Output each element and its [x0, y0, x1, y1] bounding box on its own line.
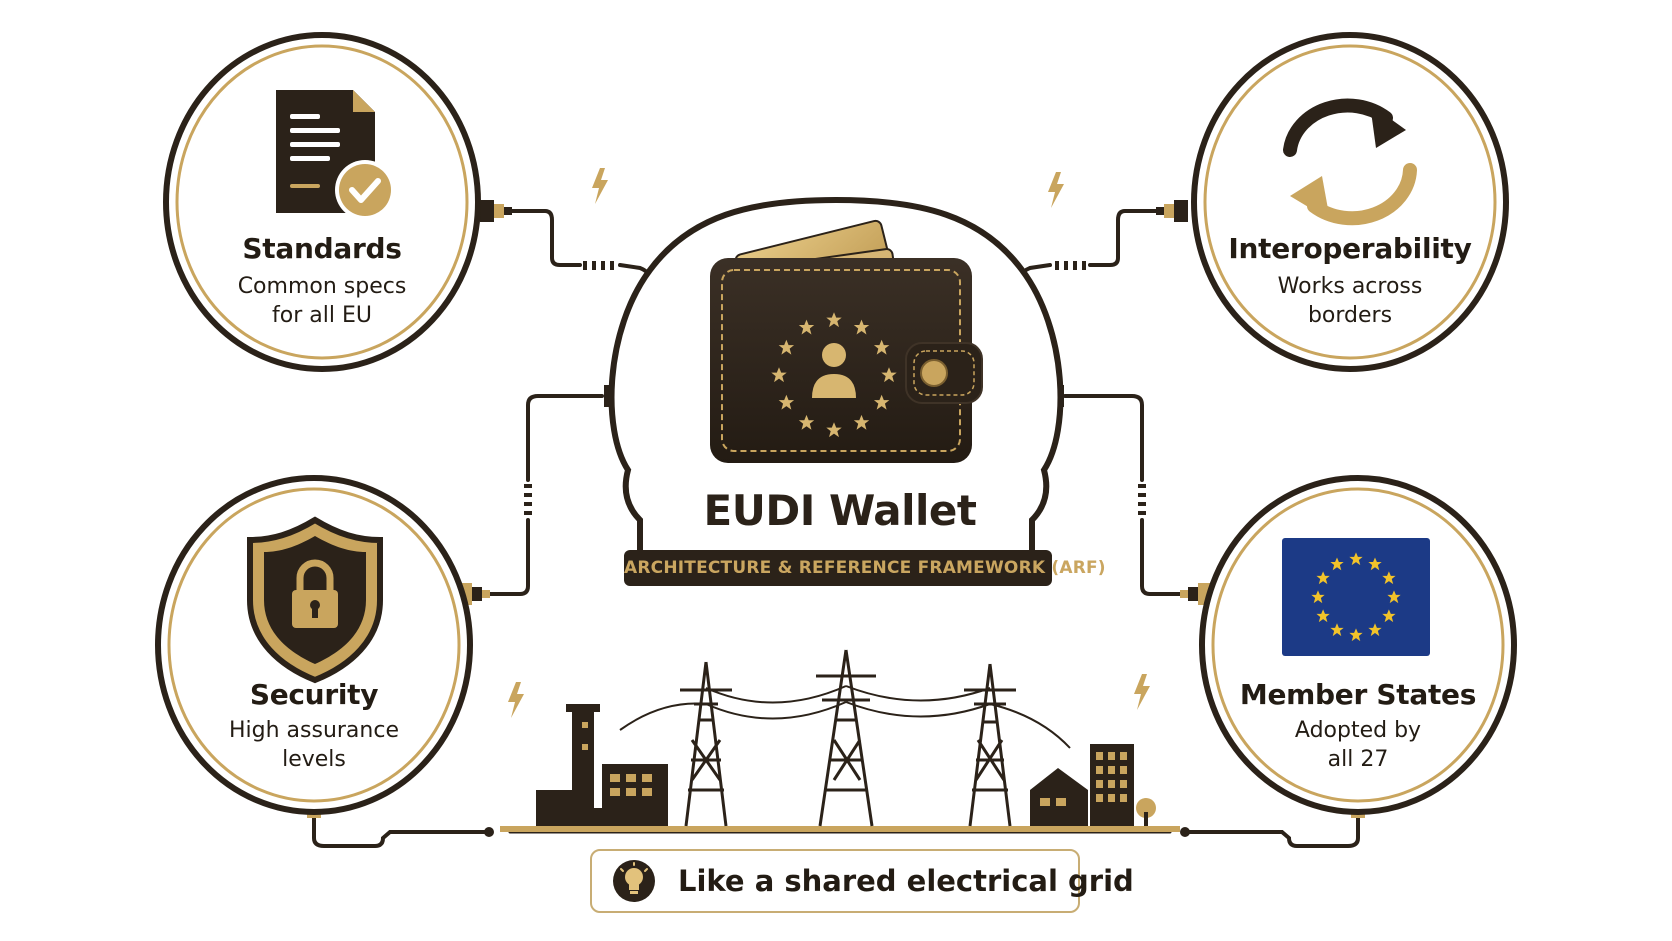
pylon-icons [680, 649, 1016, 827]
city-buildings-icon [1030, 744, 1156, 826]
analogy-callout: Like a shared electrical grid [590, 849, 1134, 913]
member-states-description: Adopted by all 27 [1294, 718, 1422, 772]
interoperability-description: Works across borders [1277, 274, 1423, 328]
security-title: Security [249, 678, 379, 711]
power-grid-scene [500, 649, 1180, 832]
document-check-icon [276, 90, 395, 220]
factory-icon [536, 704, 668, 826]
lightning-bolt-icons [508, 168, 1150, 718]
center-wallet-panel [608, 196, 1064, 566]
lightbulb-icon [613, 860, 655, 902]
node-standards [163, 32, 481, 372]
analogy-text: Like a shared electrical grid [678, 864, 1134, 898]
security-description: High assurance levels [228, 718, 399, 772]
standards-title: Standards [242, 232, 402, 265]
sync-arrows-icon [1283, 98, 1417, 226]
node-security [155, 475, 473, 815]
arf-subtitle-badge: ARCHITECTURE & REFERENCE FRAMEWORK (ARF) [624, 550, 1106, 586]
center-title: EUDI Wallet [703, 486, 977, 535]
member-states-title: Member States [1239, 678, 1477, 711]
interoperability-title: Interoperability [1228, 232, 1472, 265]
node-member-states [1199, 475, 1517, 815]
cable-dots [484, 261, 1190, 837]
shield-lock-icon [247, 516, 383, 684]
standards-description: Common specs for all EU [237, 274, 407, 328]
wallet-icon [710, 219, 983, 463]
node-interoperability [1191, 32, 1509, 372]
eu-flag-icon [1282, 538, 1430, 656]
